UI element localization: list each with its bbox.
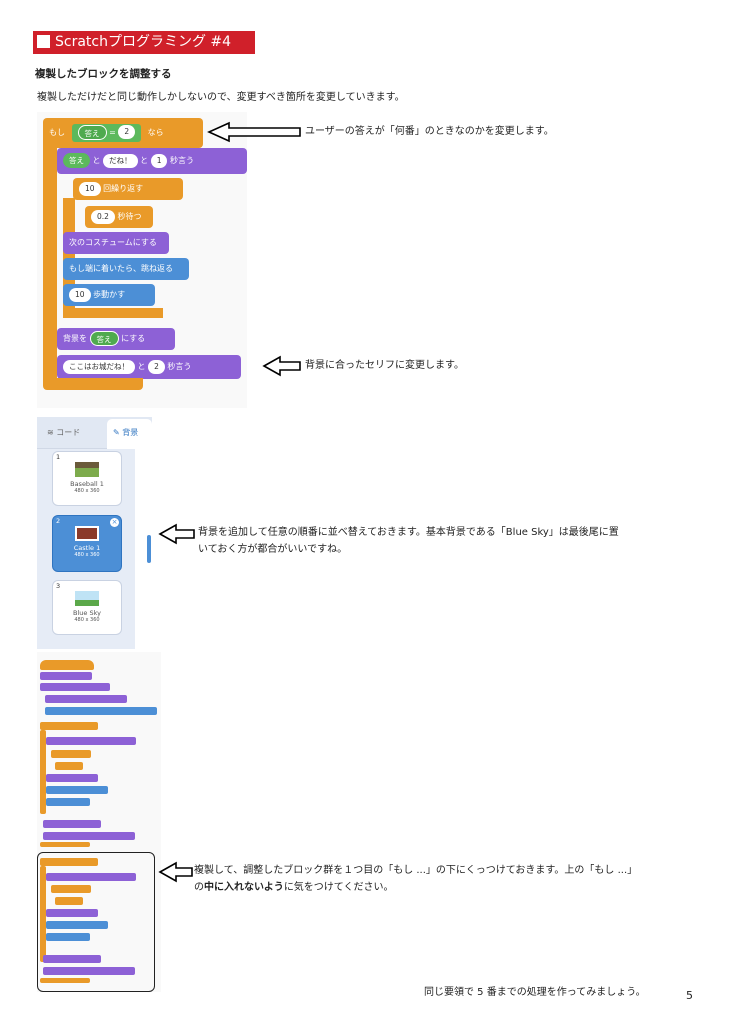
- scrollbar[interactable]: [147, 535, 151, 563]
- mini-block: [45, 707, 157, 715]
- mini-block: [46, 798, 90, 806]
- mini-block: [43, 967, 135, 975]
- bluesky-image: [75, 591, 99, 606]
- tab-code[interactable]: ≋ コード: [47, 428, 81, 437]
- say-castle-block: ここはお城だね！ と 2 秒言う: [57, 355, 241, 379]
- mini-block: [51, 885, 91, 893]
- next-costume-block: 次のコスチュームにする: [63, 232, 169, 254]
- intro-text: 複製しただけだと同じ動作しかしないので、変更すべき箇所を変更していきます。: [37, 92, 405, 103]
- mini-block: [40, 683, 110, 691]
- mini-block: [40, 858, 98, 866]
- mini-block: [46, 774, 98, 782]
- move-block: 10 歩動かす: [63, 284, 155, 306]
- mini-block: [43, 955, 101, 963]
- switch-backdrop-block: 背景を 答え にする: [57, 328, 175, 350]
- left-arrow-icon: [158, 861, 193, 883]
- repeat-arm: [63, 198, 75, 310]
- full-script-screenshot: [37, 652, 161, 992]
- mini-block: [43, 820, 101, 828]
- tab-bar: ≋ コード ✎ 背景: [37, 417, 152, 449]
- note-duplicate: 複製して、調整したブロック群を１つ目の「もし ...」の下にくっつけておきます。…: [194, 865, 638, 893]
- mini-block: [40, 730, 46, 814]
- backdrop-editor-edge: [135, 449, 152, 649]
- left-arrow-icon: [262, 355, 301, 377]
- left-arrow-icon: [158, 523, 195, 545]
- mini-block: [40, 866, 46, 962]
- if-block-arm: [43, 142, 57, 378]
- mini-block: [55, 897, 83, 905]
- title-square-icon: [37, 35, 50, 48]
- mini-block: [40, 978, 90, 983]
- repeat-block: 10 回繰り返す: [73, 178, 183, 200]
- mini-block: [45, 695, 127, 703]
- page-number: 5: [686, 989, 693, 1002]
- mini-block: [46, 909, 98, 917]
- mini-block: [46, 737, 136, 745]
- mini-block: [46, 873, 136, 881]
- mini-block: [40, 842, 90, 847]
- mini-block: [51, 750, 91, 758]
- mini-block: [46, 921, 108, 929]
- mini-block: [46, 786, 108, 794]
- mini-block: [43, 832, 135, 840]
- bounce-block: もし端に着いたら、跳ね返る: [63, 258, 189, 280]
- repeat-end: [63, 308, 163, 318]
- backdrop-list: 1 Baseball 1 480 x 360 2 × Castle 1 480 …: [37, 449, 137, 649]
- duplicate-group-outline: [37, 852, 155, 992]
- note-line: 背景に合ったセリフに変更します。: [305, 360, 464, 371]
- mini-block: [40, 722, 98, 730]
- note-backdrop: 背景を追加して任意の順番に並べ替えておきます。基本背景である「Blue Sky」…: [198, 527, 619, 555]
- footer-text: 同じ要領で 5 番までの処理を作ってみましょう。: [424, 987, 646, 998]
- script-screenshot: もし 答え = 2 なら 答え と だね！ と 1 秒言う 10 回繰り返す 0…: [37, 112, 247, 408]
- tab-backdrop[interactable]: ✎ 背景: [107, 419, 152, 449]
- delete-icon[interactable]: ×: [110, 518, 119, 527]
- backdrop-thumb-castle[interactable]: 2 × Castle 1 480 x 360: [52, 515, 122, 572]
- if-block: もし 答え = 2 なら: [43, 118, 203, 148]
- mini-block: [40, 672, 92, 680]
- backdrop-thumb-bluesky[interactable]: 3 Blue Sky 480 x 360: [52, 580, 122, 635]
- section-title: Scratchプログラミング #4: [33, 31, 255, 54]
- backdrop-thumb-baseball[interactable]: 1 Baseball 1 480 x 360: [52, 451, 122, 506]
- left-arrow-icon: [207, 121, 301, 143]
- baseball-image: [75, 462, 99, 477]
- say-block: 答え と だね！ と 1 秒言う: [57, 148, 247, 174]
- mini-block: [46, 933, 90, 941]
- wait-block: 0.2 秒待つ: [85, 206, 153, 228]
- if-block-end: [43, 378, 143, 390]
- mini-block: [55, 762, 83, 770]
- subheading: 複製したブロックを調整する: [35, 68, 172, 80]
- note-answer: ユーザーの答えが「何番」のときなのかを変更します。: [305, 126, 554, 137]
- castle-image: [75, 526, 99, 541]
- mini-block: [40, 660, 94, 670]
